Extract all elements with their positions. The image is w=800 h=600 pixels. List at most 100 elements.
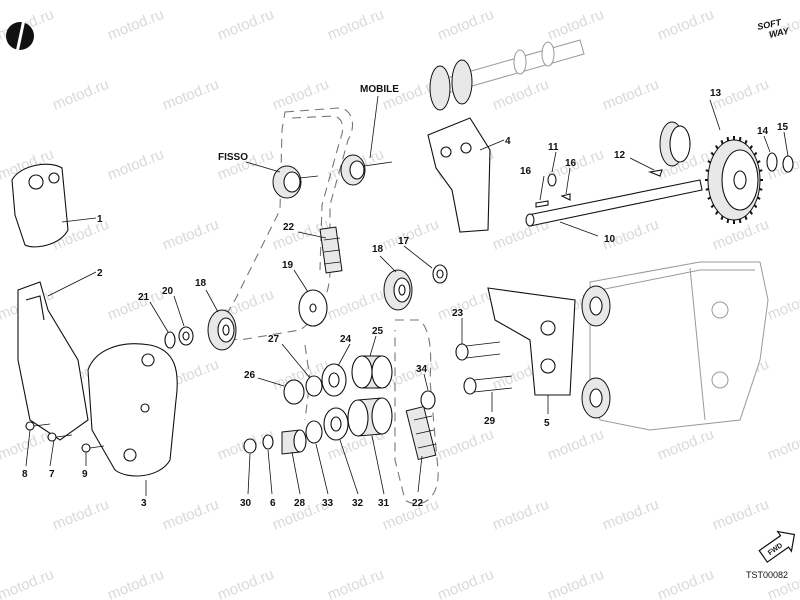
softway-logo: SOFT WAY xyxy=(756,17,790,40)
callout-24: 24 xyxy=(340,334,352,345)
callout-31: 31 xyxy=(378,498,390,509)
callout-15: 15 xyxy=(777,122,789,133)
gear-tooth xyxy=(744,140,748,145)
callout-10: 10 xyxy=(604,234,616,245)
watermark-text: motod.ru xyxy=(0,76,1,114)
callout-34: 34 xyxy=(416,364,428,375)
part-28-eccentric xyxy=(281,429,307,455)
figure-code: TST00082 xyxy=(746,570,788,580)
watermark-text: motod.ru xyxy=(435,286,496,324)
callout-14: 14 xyxy=(757,126,769,137)
part-18-pulley-left xyxy=(207,309,237,351)
part-16-key-right xyxy=(560,193,571,201)
logo-text-way: WAY xyxy=(768,26,790,40)
fixed-idler-pulley xyxy=(272,165,319,199)
callout-fisso: FISSO xyxy=(218,152,248,163)
part-34-circlip xyxy=(420,390,436,410)
watermark-text: motod.ru xyxy=(710,496,771,534)
watermark-text: motod.ru xyxy=(325,566,386,600)
part-20-washer xyxy=(178,326,194,346)
part-25-roller xyxy=(351,355,393,389)
part-22-belt-segment-upper xyxy=(319,226,343,274)
watermark-text: motod.ru xyxy=(105,146,166,184)
fwd-arrow-icon: FWD xyxy=(758,530,796,563)
part-18-pulley-right xyxy=(383,269,413,311)
part-23-stud xyxy=(455,341,501,361)
callout-17: 17 xyxy=(398,236,410,247)
part-11-circlip xyxy=(547,173,557,187)
part-3-lower-cover xyxy=(87,343,178,477)
leader-lines xyxy=(25,95,789,496)
part-13-gear-small xyxy=(659,121,691,167)
part-16-key-left xyxy=(535,200,549,208)
watermark-text: motod.ru xyxy=(600,76,661,114)
screw-7 xyxy=(47,432,73,442)
callout-1: 1 xyxy=(97,214,103,225)
part-26-circlip xyxy=(283,379,305,405)
gear-tooth xyxy=(726,136,730,142)
brand-logo-icon xyxy=(6,20,34,53)
watermark-text: motod.ru xyxy=(50,496,111,534)
watermark-text: motod.ru xyxy=(380,216,441,254)
callout-28: 28 xyxy=(294,498,306,509)
callout-21: 21 xyxy=(138,292,150,303)
part-5-plate xyxy=(487,287,576,396)
callout-8: 8 xyxy=(22,469,28,480)
part-14-washer xyxy=(766,152,778,172)
callout-22-upper: 22 xyxy=(283,222,295,233)
callout-2: 2 xyxy=(97,268,103,279)
watermark-text: motod.ru xyxy=(380,496,441,534)
part-33-circlip xyxy=(305,420,323,444)
watermark-text: motod.ru xyxy=(655,566,716,600)
callout-22-lower: 22 xyxy=(412,498,424,509)
part-32-bearing xyxy=(323,407,349,441)
gear-tooth xyxy=(738,218,742,224)
callout-7: 7 xyxy=(49,469,55,480)
watermark-text: motod.ru xyxy=(435,6,496,44)
watermark-text: motod.ru xyxy=(600,496,661,534)
watermark-text: motod.ru xyxy=(160,76,221,114)
callout-4: 4 xyxy=(505,136,511,147)
gear-tooth xyxy=(749,145,753,150)
watermark-text: motod.ru xyxy=(545,566,606,600)
watermark-text: motod.ru xyxy=(655,426,716,464)
watermark-text: motod.ru xyxy=(270,76,331,114)
gear-tooth xyxy=(710,204,715,209)
gear-tooth xyxy=(726,218,730,224)
watermark-text: motod.ru xyxy=(765,286,800,324)
watermark-text: motod.ru xyxy=(655,6,716,44)
part-19-disc xyxy=(298,289,328,327)
watermark-text: motod.ru xyxy=(160,496,221,534)
watermark-text: motod.ru xyxy=(435,566,496,600)
watermark-text: motod.ru xyxy=(0,356,1,394)
watermark-text: motod.ru xyxy=(0,566,56,600)
gear-tooth xyxy=(749,210,753,215)
callout-33: 33 xyxy=(322,498,334,509)
camshaft-pulley-head-lower xyxy=(581,377,611,419)
part-22-belt-segment-lower xyxy=(405,405,437,461)
callout-labels: 1 2 3 4 5 6 7 8 9 10 11 12 13 14 15 16 1… xyxy=(22,84,789,509)
camshaft-pulley-head-upper xyxy=(581,285,611,327)
callout-30: 30 xyxy=(240,498,252,509)
callout-5: 5 xyxy=(544,418,550,429)
part-12-key xyxy=(647,169,663,177)
watermark-text: motod.ru xyxy=(215,566,276,600)
gear-tooth xyxy=(720,140,724,145)
callout-mobile: MOBILE xyxy=(360,84,399,95)
part-24-bearing xyxy=(321,363,347,397)
watermark-text: motod.ru xyxy=(0,496,1,534)
callout-27: 27 xyxy=(268,334,280,345)
part-4-bracket xyxy=(427,117,491,233)
watermark-text: motod.ru xyxy=(545,426,606,464)
part-29-stud xyxy=(463,375,513,395)
watermark-text: motod.ru xyxy=(105,566,166,600)
watermark-text: motod.ru xyxy=(325,6,386,44)
part-21-washer xyxy=(164,331,176,349)
camshaft-top xyxy=(429,39,585,111)
gear-tooth xyxy=(715,145,719,150)
gear-tooth xyxy=(753,151,758,156)
watermark-text: motod.ru xyxy=(215,6,276,44)
part-6-washer xyxy=(262,434,274,450)
callout-18-left: 18 xyxy=(195,278,207,289)
